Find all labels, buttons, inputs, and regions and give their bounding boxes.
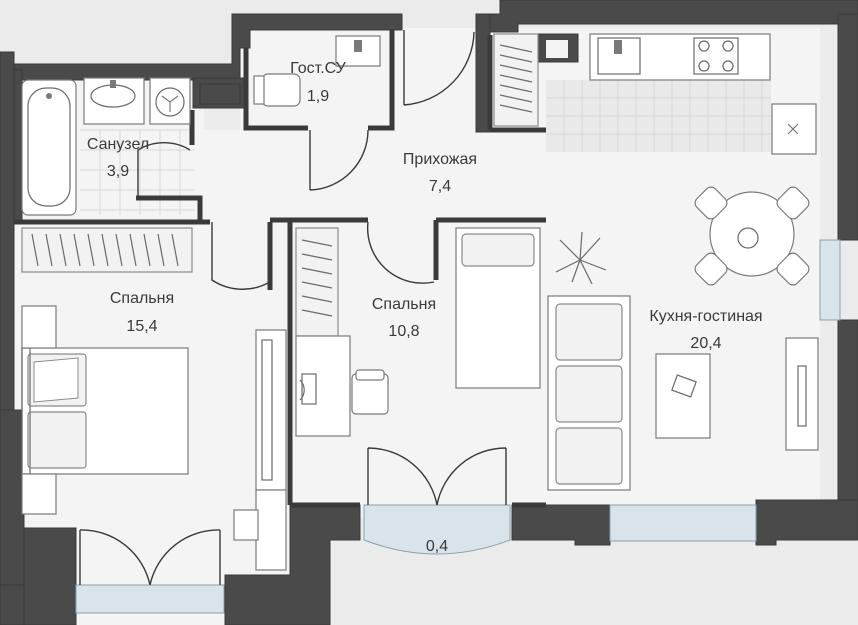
desk-bedroom-large [233,329,287,571]
bedroom-large-name: Спальня [110,290,174,307]
single-bed [455,227,541,389]
partitions [14,30,546,508]
bathroom-area: 3,9 [107,163,129,180]
kitchen-living-area: 20,4 [690,335,721,352]
balcony-area: 0,4 [426,538,448,555]
washbasin [83,77,145,125]
bathtub [21,79,77,216]
guest-toilet [253,73,301,107]
guest-wc-area: 1,9 [307,88,329,105]
desk-bedroom-small [295,335,389,437]
bedroom-small-name: Спальня [372,296,436,313]
guest-sink [335,35,381,67]
washing-machine [149,77,191,125]
doors [79,30,507,586]
kitchen-living-name: Кухня-гостиная [649,308,762,325]
hallway-area: 7,4 [429,178,451,195]
coffee-table [655,353,711,439]
windows [75,239,841,614]
dining-table [694,186,810,286]
bedroom-large-area: 15,4 [126,318,157,335]
bedroom-small-area: 10,8 [388,323,419,340]
wardrobe-bedroom-large [21,227,193,273]
wardrobe-hall [493,33,539,127]
kitchen-counter [589,33,771,81]
kitchen-tiles [546,80,771,152]
room-labels: Гост.СУ 1,9 Санузел 3,9 Прихожая 7,4 Спа… [87,60,763,555]
plant [555,231,607,285]
sofa [547,295,631,491]
double-bed [21,347,189,475]
guest-wc-name: Гост.СУ [290,60,347,77]
tv-unit [785,337,819,451]
fridge [771,103,817,155]
nightstand-left [21,305,57,515]
bathroom-name: Санузел [87,136,149,153]
wardrobe-bedroom-small [295,227,339,337]
hallway-name: Прихожая [403,151,477,168]
